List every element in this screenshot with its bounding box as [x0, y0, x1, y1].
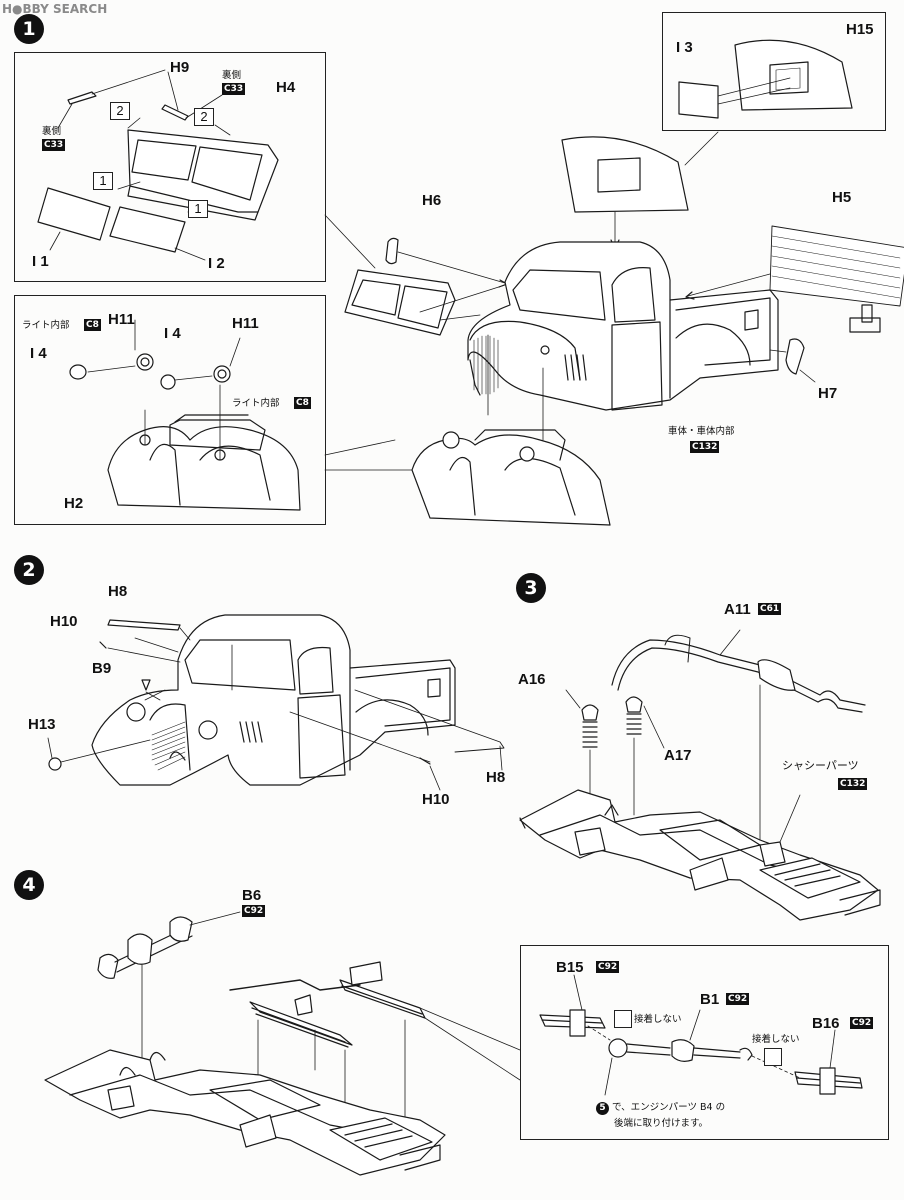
code-c8-2: C8	[294, 397, 311, 409]
label-h6: H6	[422, 192, 442, 209]
headlight-h11-box	[69, 319, 241, 390]
code-c132-2: C132	[838, 778, 868, 790]
code-c33-2: C33	[42, 139, 66, 151]
label-b9: B9	[92, 660, 112, 677]
marker-1b: 1	[188, 200, 208, 218]
label-h8-1: H8	[108, 583, 128, 600]
label-h8-2: H8	[486, 769, 506, 786]
h8-h10-b9-h13-parts	[47, 619, 505, 791]
marker-2b: 2	[194, 108, 214, 126]
code-c92-4: C92	[850, 1017, 874, 1029]
code-c92-2: C92	[596, 961, 620, 973]
mirror-h6	[385, 237, 508, 288]
label-h9: H9	[170, 59, 190, 76]
rear-panel-h15	[678, 39, 853, 119]
label-i2: I 2	[208, 255, 225, 272]
rear-panel-main	[561, 136, 689, 249]
step-3-badge: 3	[516, 573, 546, 603]
hinge-h7	[769, 338, 816, 383]
chassis-step4	[44, 1049, 446, 1176]
watermark: H●BBY SEARCH	[2, 2, 108, 16]
springs-a16-a17	[565, 689, 665, 839]
truck-body-step2	[91, 614, 456, 786]
label-i4-1: I 4	[30, 345, 47, 362]
note-line-2: 後端に取り付けます。	[614, 1118, 709, 1129]
code-c8-1: C8	[84, 319, 101, 331]
marker-2a: 2	[110, 102, 130, 120]
step-4-badge: 4	[14, 870, 44, 900]
label-i1: I 1	[32, 253, 49, 270]
label-h11-2: H11	[232, 315, 259, 332]
wiper-parts-h9	[57, 69, 231, 136]
label-b16: B16	[812, 1015, 840, 1032]
code-c33-1: C33	[222, 83, 246, 95]
label-i4-2: I 4	[164, 325, 181, 342]
code-c132-1: C132	[690, 441, 720, 453]
label-light-inner-1: ライト内部	[22, 320, 70, 331]
label-b6: B6	[242, 887, 262, 904]
step4-spring-detail-box	[520, 945, 889, 1140]
label-light-inner-2: ライト内部	[232, 398, 280, 409]
label-h11-1: H11	[108, 311, 135, 328]
label-h2: H2	[64, 495, 84, 512]
window-glass-i1-i2	[37, 181, 206, 261]
label-a17: A17	[664, 747, 692, 764]
fender-h2-box	[107, 384, 301, 511]
label-body-interior: 車体・車体内部	[668, 426, 735, 437]
step1-headlight-detail-box	[14, 295, 326, 525]
code-c61: C61	[758, 603, 782, 615]
label-h4: H4	[276, 79, 296, 96]
no-glue-icon-2	[764, 1048, 782, 1066]
exhaust-pipe-a11	[611, 629, 866, 846]
label-ura-1: 裏側	[222, 70, 242, 81]
code-c92-1: C92	[242, 905, 266, 917]
rear-axle-b6	[97, 911, 241, 1071]
marker-1a: 1	[93, 172, 113, 190]
label-b15: B15	[556, 959, 584, 976]
note-line-1-text: で、エンジンパーツ B4 の	[612, 1102, 726, 1113]
label-b1: B1	[700, 991, 720, 1008]
chassis-step3	[519, 789, 881, 921]
code-c92-3: C92	[726, 993, 750, 1005]
label-h10-2: H10	[422, 791, 450, 808]
label-h10-1: H10	[50, 613, 78, 630]
windshield-main	[344, 269, 506, 336]
fender-h2-main	[411, 429, 611, 526]
label-no-glue-2: 接着しない	[752, 1034, 800, 1045]
label-i3: I 3	[676, 39, 693, 56]
label-no-glue-1: 接着しない	[634, 1014, 682, 1025]
tailgate-h5	[685, 225, 904, 333]
label-h7: H7	[818, 385, 838, 402]
label-ura-2: 裏側	[42, 126, 62, 137]
step1-rear-panel-detail-box	[662, 12, 886, 131]
label-h13: H13	[28, 716, 56, 733]
detail-driveshaft-b1	[587, 1009, 801, 1096]
note-line-1: 5 で、エンジンパーツ B4 の	[596, 1102, 725, 1115]
label-a11: A11	[724, 601, 751, 618]
step-1-badge: 1	[14, 14, 44, 44]
label-h15: H15	[846, 21, 874, 38]
label-chassis-parts: シャシーパーツ	[782, 759, 859, 772]
detail-springs-b15-b16	[539, 974, 863, 1095]
label-a16: A16	[518, 671, 546, 688]
label-h5: H5	[832, 189, 852, 206]
no-glue-icon-1	[614, 1010, 632, 1028]
step-5-ref-badge: 5	[596, 1102, 609, 1115]
step-2-badge: 2	[14, 555, 44, 585]
step1-windshield-detail-box	[14, 52, 326, 282]
truck-body-step1	[467, 241, 779, 441]
